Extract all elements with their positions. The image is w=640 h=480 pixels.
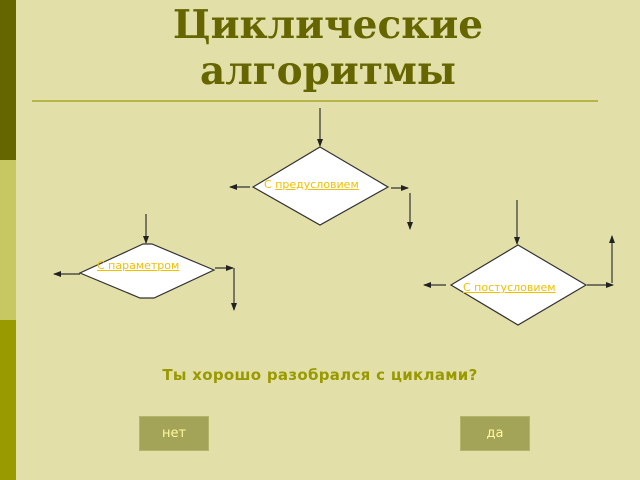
parameter-link[interactable]: С параметром [97, 259, 179, 272]
title-line-2: алгоритмы [199, 48, 456, 94]
postcondition-link[interactable]: С постусловием [463, 281, 556, 294]
question-text: Ты хорошо разобрался с циклами? [162, 366, 478, 384]
yes-button-label: да [486, 426, 504, 441]
parameter-link-text[interactable]: С параметром [97, 259, 180, 272]
postcondition-diamond [449, 244, 588, 326]
precondition-diamond [251, 146, 390, 226]
yes-button[interactable]: да [460, 416, 530, 451]
postcondition-link-text[interactable]: С постусловием [463, 281, 556, 294]
title-line-1: Циклические [172, 2, 484, 48]
page-title: Циклические алгоритмы [16, 2, 640, 94]
no-button[interactable]: нет [139, 416, 209, 451]
sidebar-strip-bottom [0, 320, 16, 480]
no-button-label: нет [161, 426, 187, 441]
parameter-hexagon [78, 243, 216, 299]
sidebar-strip-top [0, 0, 16, 160]
sidebar-strip-middle [0, 160, 16, 320]
precondition-prefix: С [264, 178, 276, 191]
precondition-link[interactable]: С предусловием [264, 178, 359, 191]
precondition-link-text[interactable]: предусловием [275, 178, 359, 191]
title-separator [32, 100, 598, 102]
